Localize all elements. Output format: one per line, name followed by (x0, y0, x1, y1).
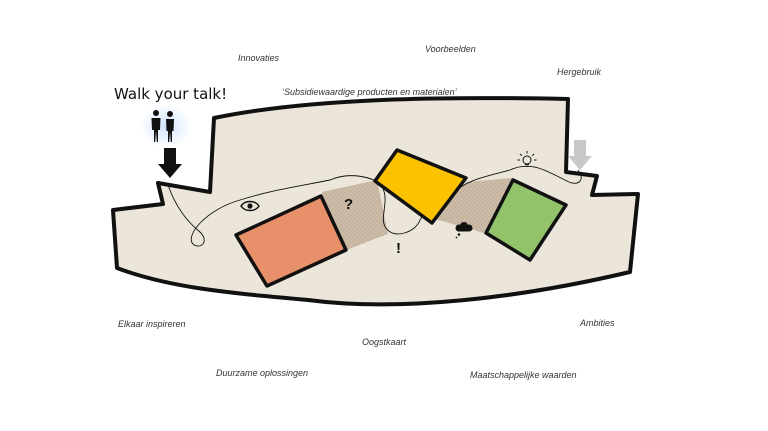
label-maatschappelijke-waarden: Maatschappelijke waarden (470, 370, 577, 380)
yellow-box (373, 148, 468, 225)
question-mark: ? (344, 196, 353, 213)
exclamation-mark: ! (396, 240, 401, 257)
label-hergebruik: Hergebruik (557, 67, 602, 77)
green-box (484, 178, 568, 262)
bridge-right (432, 178, 512, 233)
label-innovaties: Innovaties (238, 53, 280, 63)
label-elkaar-inspireren: Elkaar inspireren (118, 319, 186, 329)
people-icon (151, 110, 174, 142)
page-title: Walk your talk! (114, 85, 228, 103)
orange-box (234, 194, 348, 288)
label-voorbeelden: Voorbeelden (425, 44, 476, 54)
arrow-down-grey-icon (568, 140, 592, 170)
label-oogstkaart: Oogstkaart (362, 337, 407, 347)
eye-icon (240, 200, 260, 212)
lightbulb-icon (517, 151, 537, 167)
glow-highlight (140, 104, 192, 148)
label-ambities: Ambities (580, 318, 615, 328)
arrow-down-black-icon (158, 148, 182, 178)
label-subsidie: ‘Subsidiewaardige producten en materiale… (282, 87, 457, 97)
journey-line (167, 165, 582, 247)
thought-cloud-icon (455, 222, 473, 239)
label-duurzame-oplossingen: Duurzame oplossingen (216, 368, 309, 378)
